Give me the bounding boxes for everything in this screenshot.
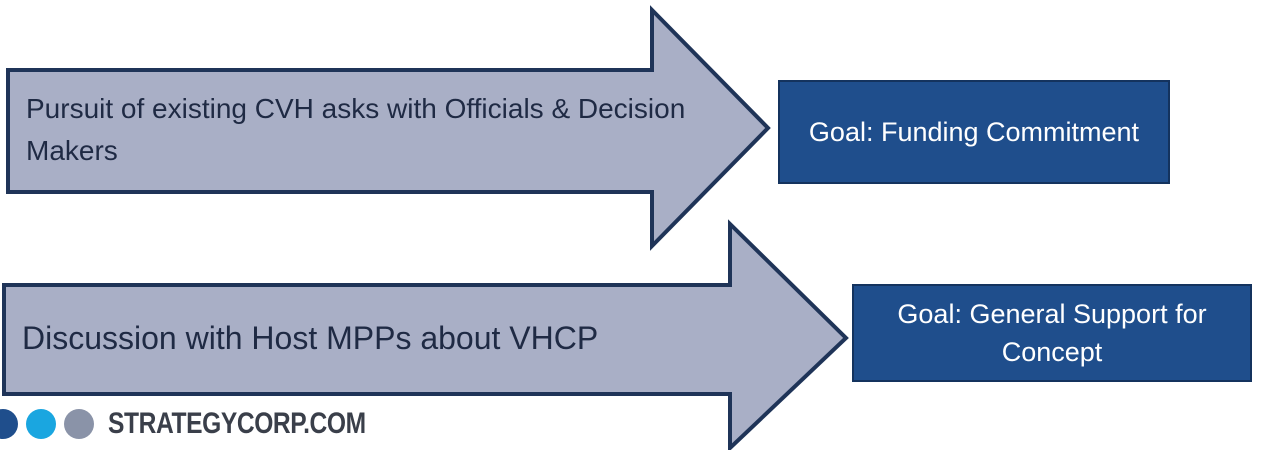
goal-box-support: Goal: General Support for Concept bbox=[852, 284, 1252, 382]
arrow-1-shape bbox=[6, 5, 771, 251]
arrow-2-shape bbox=[2, 219, 849, 450]
goal-1-label: Goal: Funding Commitment bbox=[808, 117, 1140, 147]
goal-box-funding: Goal: Funding Commitment bbox=[778, 80, 1170, 184]
company-logo: STRATEGYCORP.COM bbox=[0, 404, 422, 444]
goal-2-label: Goal: General Support for Concept bbox=[897, 299, 1207, 367]
logo-dot-3-icon bbox=[64, 409, 94, 439]
arrow-2-label: Discussion with Host MPPs about VHCP bbox=[22, 320, 599, 356]
logo-dot-2-icon bbox=[26, 409, 56, 439]
logo-dot-1-icon bbox=[0, 409, 18, 439]
arrow-1-label: Pursuit of existing CVH asks with Offici… bbox=[26, 93, 686, 166]
logo-text: STRATEGYCORP.COM bbox=[108, 407, 366, 440]
